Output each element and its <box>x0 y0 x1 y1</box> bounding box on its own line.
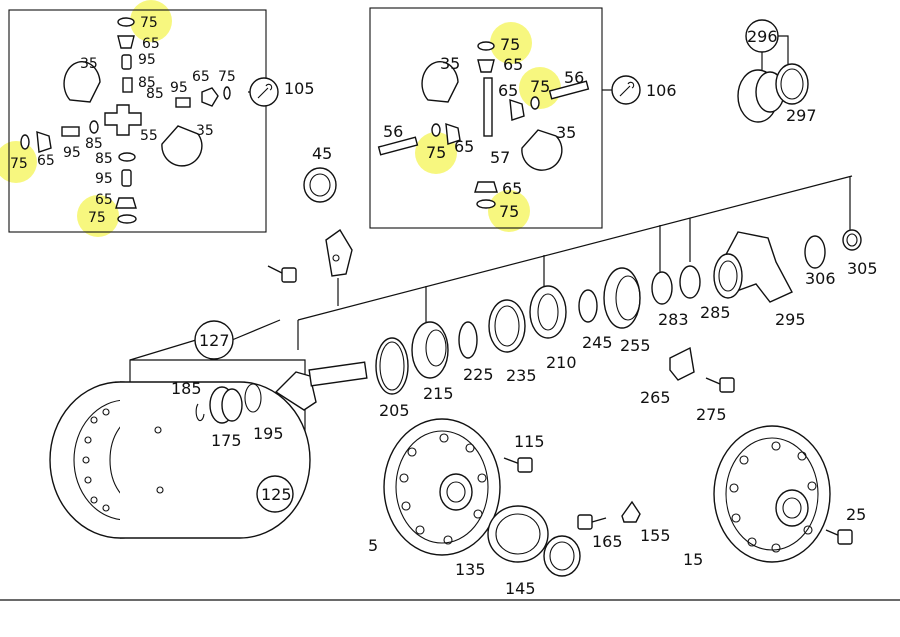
label-75: 75 <box>218 69 236 85</box>
pinion-shaft <box>274 361 368 411</box>
callout-label: 296 <box>747 27 778 46</box>
callout-label: 125 <box>261 485 292 504</box>
label-195: 195 <box>253 424 284 443</box>
label-75: 75 <box>88 210 106 226</box>
label-65: 65 <box>454 137 474 156</box>
label-56: 56 <box>383 122 403 141</box>
label-85: 85 <box>146 86 164 102</box>
bolt-part <box>267 265 297 283</box>
label-305: 305 <box>847 259 878 278</box>
label-135: 135 <box>455 560 486 579</box>
part-45: 45 <box>303 144 337 203</box>
label-297: 297 <box>786 106 817 125</box>
label-65: 65 <box>502 179 522 198</box>
housing-half-5 <box>383 418 501 556</box>
label-95: 95 <box>95 171 113 187</box>
label-155: 155 <box>640 526 671 545</box>
label-145: 145 <box>505 579 536 598</box>
label-245: 245 <box>582 333 613 352</box>
label-65: 65 <box>498 81 518 100</box>
label-35: 35 <box>196 123 214 139</box>
label-306: 306 <box>805 269 836 288</box>
callout-127[interactable]: 127 <box>194 320 234 360</box>
label-175: 175 <box>211 431 242 450</box>
highlight-marker <box>490 22 532 64</box>
label-65: 65 <box>192 69 210 85</box>
label-283: 283 <box>658 310 689 329</box>
label-75: 75 <box>530 77 550 96</box>
label-35: 35 <box>556 123 576 142</box>
label-95: 95 <box>170 80 188 96</box>
highlight-marker <box>415 132 457 174</box>
callout-296[interactable]: 296 297 <box>737 19 817 125</box>
highlight-marker <box>77 195 119 237</box>
label-165: 165 <box>592 532 623 551</box>
label-115: 115 <box>514 432 545 451</box>
callout-106[interactable]: 106 <box>602 75 677 105</box>
callout-label: 106 <box>646 81 677 100</box>
callout-125[interactable]: 125 <box>256 475 294 513</box>
label-75: 75 <box>426 143 446 162</box>
label-75: 75 <box>499 202 519 221</box>
highlight-markers <box>0 0 561 237</box>
label-35: 35 <box>80 56 98 72</box>
label-85: 85 <box>95 151 113 167</box>
housing-half-15 <box>713 425 831 563</box>
label-95: 95 <box>138 52 156 68</box>
label-55: 55 <box>140 128 158 144</box>
label-65: 65 <box>503 55 523 74</box>
label-75: 75 <box>10 156 28 172</box>
label-75: 75 <box>500 35 520 54</box>
label-295: 295 <box>775 310 806 329</box>
detail-box-2: 75 35 65 75 56 65 56 75 65 57 35 65 75 <box>369 7 603 229</box>
label-75: 75 <box>140 15 158 31</box>
label-85: 85 <box>85 136 103 152</box>
label-225: 225 <box>463 365 494 384</box>
ring-gear <box>49 381 311 539</box>
highlight-marker <box>488 190 530 232</box>
callout-105[interactable]: 105 <box>248 77 315 107</box>
label-95: 95 <box>63 145 81 161</box>
label-45: 45 <box>312 144 332 163</box>
label-56: 56 <box>564 68 584 87</box>
label-85: 85 <box>138 75 156 91</box>
callout-label: 105 <box>284 79 315 98</box>
label-235: 235 <box>506 366 537 385</box>
detail-box-1: 75 65 35 95 85 85 95 65 75 75 65 95 85 5… <box>8 9 267 233</box>
bearing-135-145: 135 145 <box>455 505 581 598</box>
label-265: 265 <box>640 388 671 407</box>
label-57: 57 <box>490 148 510 167</box>
label-15: 15 <box>683 550 703 569</box>
label-65: 65 <box>95 192 113 208</box>
bracket-part <box>325 228 353 277</box>
parts-265-275: 265 275 <box>640 346 735 424</box>
bearing-train <box>375 265 701 395</box>
highlight-marker <box>519 67 561 109</box>
label-255: 255 <box>620 336 651 355</box>
bolt-115: 115 <box>503 432 545 473</box>
label-285: 285 <box>700 303 731 322</box>
flange-yoke <box>713 229 862 303</box>
label-35: 35 <box>440 54 460 73</box>
parts-185-195: 185 175 195 <box>171 379 284 450</box>
bolt-25: 25 <box>825 505 866 545</box>
label-275: 275 <box>696 405 727 424</box>
label-185: 185 <box>171 379 202 398</box>
label-205: 205 <box>379 401 410 420</box>
label-65: 65 <box>142 36 160 52</box>
parts-165-155: 165 155 <box>577 500 671 551</box>
label-5: 5 <box>368 536 378 555</box>
label-215: 215 <box>423 384 454 403</box>
label-65: 65 <box>37 153 55 169</box>
label-25: 25 <box>846 505 866 524</box>
callout-label: 127 <box>199 331 230 350</box>
label-210: 210 <box>546 353 577 372</box>
